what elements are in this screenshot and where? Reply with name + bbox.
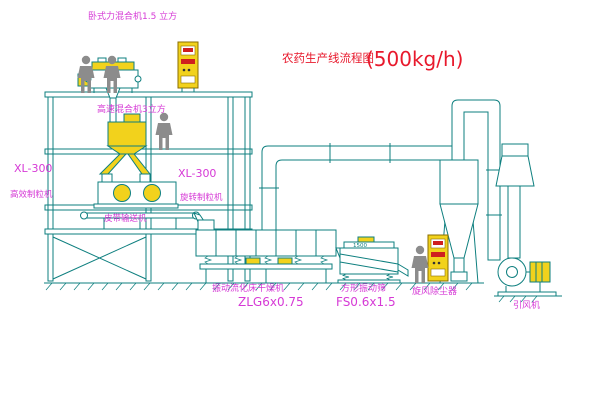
screen-name-label: 方形振动筛 — [341, 282, 386, 294]
worker-figure — [155, 112, 173, 150]
control-panel — [177, 41, 199, 89]
granulator-left-name-label: 高效制粒机 — [10, 189, 53, 200]
high-speed-mixer-label: 高速混合机3立方 — [97, 103, 166, 115]
granulator-mid-model-label: XL-300 — [178, 167, 216, 180]
granulator-mid-name-label: 旋转制粒机 — [180, 192, 223, 203]
cyclone-separator — [439, 159, 479, 284]
granulator-left-model-label: XL-300 — [14, 162, 52, 175]
induced-draft-fan — [495, 143, 557, 297]
granulator — [93, 173, 179, 209]
cyclone-label: 旋风除尘器 — [412, 285, 457, 297]
control-panel — [427, 234, 449, 282]
screen-model-label: FS0.6x1.5 — [336, 295, 396, 309]
cyclone-outlet-duct — [451, 99, 502, 261]
diagram-title: 农药生产线流程图 — [282, 51, 374, 65]
dryer-model-label: ZLG6x0.75 — [238, 295, 304, 309]
dimension-label: 1500 — [353, 243, 367, 249]
diagram-title-capacity: (500kg/h) — [366, 47, 463, 71]
high-speed-mixer — [98, 113, 152, 175]
horizontal-mixer-label: 卧式力混合机1.5 立方 — [88, 10, 177, 22]
fan-label: 引风机 — [513, 299, 540, 311]
main-exhaust-duct — [259, 143, 461, 231]
belt-conveyor-label: 皮带输送机 — [104, 213, 147, 224]
worker-figure — [411, 245, 429, 283]
dryer-name-label: 振动流化床干燥机 — [212, 282, 284, 294]
vibrating-screen — [337, 236, 409, 284]
steel-platform-structure — [44, 91, 253, 282]
